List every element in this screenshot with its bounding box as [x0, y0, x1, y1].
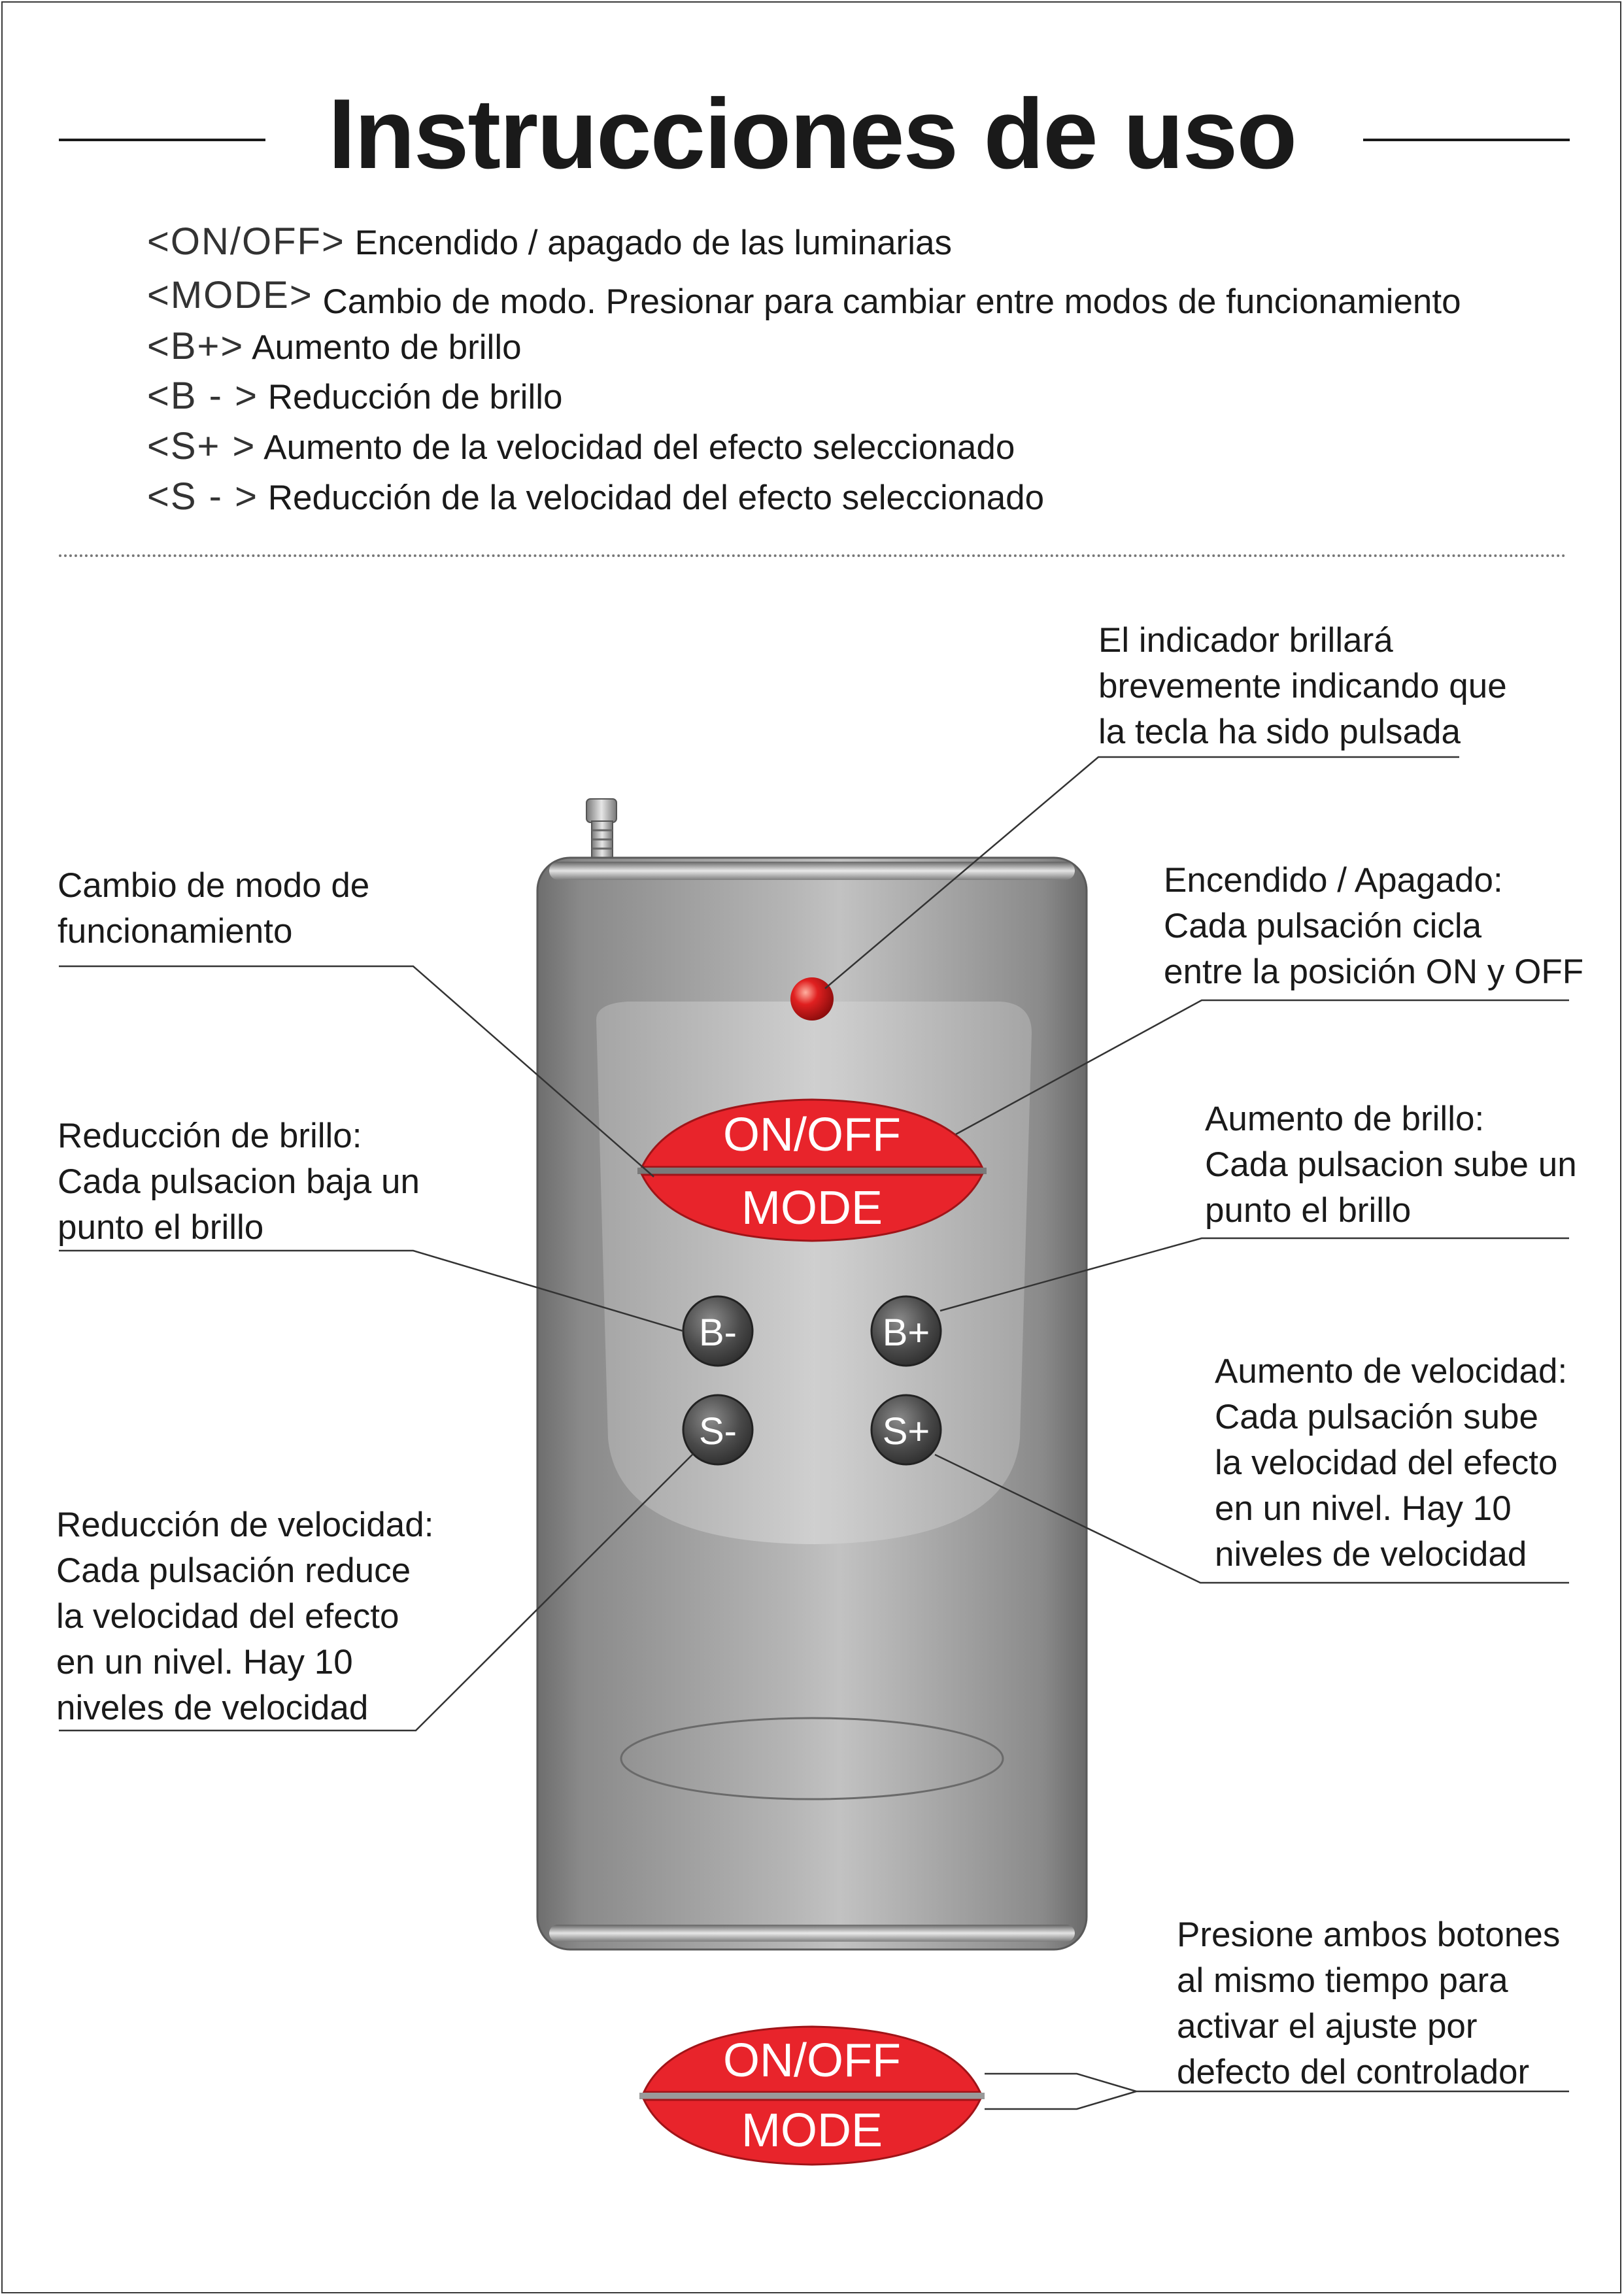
legend-item-b-minus: <B - > Reducción de brillo: [147, 375, 562, 418]
title-rule-left: [59, 139, 265, 141]
onoff-button[interactable]: ON/OFF: [640, 1098, 984, 1168]
note-b-plus: Aumento de brillo: Cada pulsacion sube u…: [1205, 1100, 1577, 1230]
title-rule-right: [1363, 139, 1570, 141]
note-s-minus: Reducción de velocidad: Cada pulsación r…: [56, 1506, 434, 1727]
legend-key: <B - >: [147, 375, 258, 417]
leader-mode: [59, 965, 654, 1177]
legend-key: <S+ >: [147, 425, 256, 467]
s-minus-button[interactable]: S-: [682, 1394, 754, 1466]
s-plus-button[interactable]: S+: [870, 1394, 942, 1466]
note-b-minus: Reducción de brillo: Cada pulsacion baja…: [58, 1117, 420, 1247]
leader-reset-top: [985, 2072, 1569, 2093]
b-plus-button[interactable]: B+: [870, 1295, 942, 1367]
page-title: Instrucciones de uso: [328, 78, 1297, 190]
legend-key: <B+>: [147, 325, 245, 367]
s-plus-label: S+: [883, 1410, 930, 1453]
note-indicator: El indicador brillará brevemente indican…: [1098, 621, 1507, 751]
legend-text: Cambio de modo. Presionar para cambiar e…: [322, 282, 1461, 321]
leader-onoff: [955, 999, 1569, 1136]
legend-item-s-minus: <S - > Reducción de la velocidad del efe…: [147, 476, 1044, 519]
indicator-led: [790, 977, 834, 1021]
legend-item-onoff: <ON/OFF> Encendido / apagado de las lumi…: [147, 221, 952, 264]
legend-item-s-plus: <S+ > Aumento de la velocidad del efecto…: [147, 426, 1015, 469]
leader-b-plus: [939, 1237, 1569, 1312]
legend-text: Reducción de brillo: [267, 378, 563, 416]
section-divider: [59, 554, 1566, 557]
mode-button[interactable]: MODE: [640, 1173, 984, 1242]
note-s-plus: Aumento de velocidad: Cada pulsación sub…: [1215, 1352, 1568, 1574]
remote-body: [536, 856, 1088, 1951]
leader-indicator: [824, 756, 1459, 989]
leader-reset-bottom: [985, 2090, 1137, 2110]
legend-key: <ON/OFF>: [147, 220, 345, 263]
mode-label: MODE: [741, 1182, 883, 1234]
reset-onoff-button[interactable]: ON/OFF: [642, 2025, 982, 2093]
reset-mode-button[interactable]: MODE: [642, 2099, 982, 2166]
note-reset: Presione ambos botones al mismo tiempo p…: [1177, 1916, 1561, 2091]
legend-text: Aumento de la velocidad del efecto selec…: [263, 428, 1015, 467]
legend-item-mode: <MODE> Cambio de modo. Presionar para ca…: [147, 274, 1461, 322]
reset-button-divider: [639, 2093, 985, 2099]
note-onoff: Encendido / Apagado: Cada pulsación cicl…: [1164, 861, 1584, 991]
leader-s-minus: [59, 1453, 694, 1732]
legend-key: <S - >: [147, 475, 258, 518]
s-minus-label: S-: [699, 1410, 737, 1453]
reset-onoff-label: ON/OFF: [723, 2034, 901, 2087]
b-plus-label: B+: [883, 1311, 930, 1354]
leader-b-minus: [59, 1249, 684, 1332]
legend-text: Reducción de la velocidad del efecto sel…: [267, 479, 1045, 517]
button-divider: [637, 1168, 987, 1174]
b-minus-label: B-: [699, 1311, 737, 1354]
b-minus-button[interactable]: B-: [682, 1295, 754, 1367]
reset-mode-label: MODE: [741, 2104, 883, 2157]
antenna: [586, 798, 617, 860]
leader-lines: [59, 756, 1569, 2110]
leader-s-plus: [934, 1453, 1569, 1584]
legend-text: Aumento de brillo: [252, 328, 522, 367]
note-mode: Cambio de modo de funcionamiento: [58, 866, 370, 951]
legend-item-b-plus: <B+> Aumento de brillo: [147, 326, 522, 369]
onoff-label: ON/OFF: [723, 1109, 901, 1161]
legend-key: <MODE>: [147, 274, 313, 316]
legend-text: Encendido / apagado de las luminarias: [354, 224, 952, 262]
